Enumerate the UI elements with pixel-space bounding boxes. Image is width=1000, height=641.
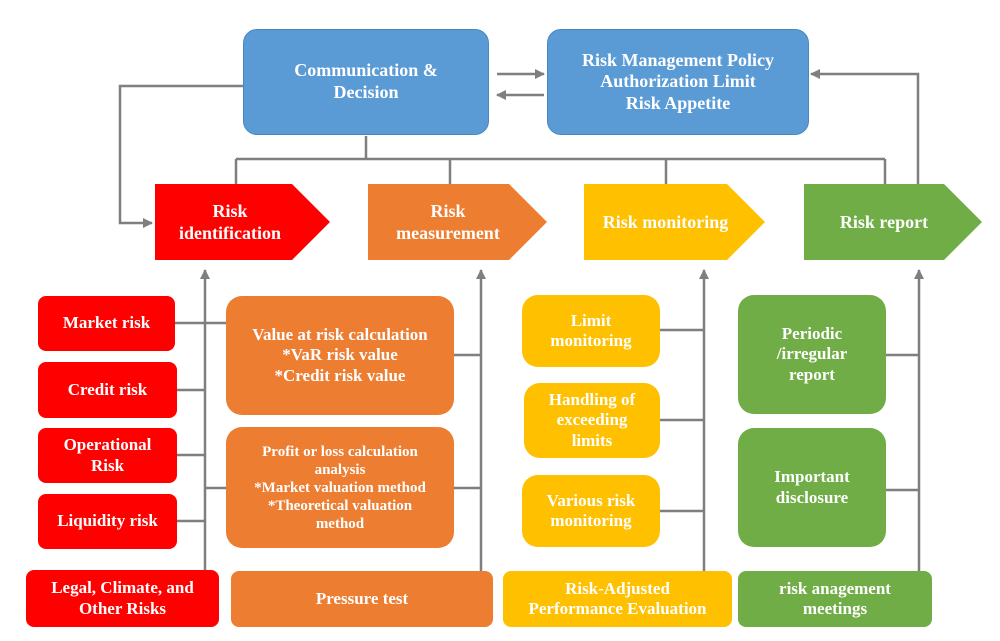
communication-decision-box: Communication & Decision [243,29,489,135]
arrow-report-to-policy [810,69,920,184]
risk-management-meetings-box: risk anagement meetings [738,571,932,627]
pressure-test-box: Pressure test [231,571,493,627]
stage-identification-shape [155,184,330,260]
handling-exceeding-limits-box: Handling of exceeding limits [524,383,660,458]
stage-monitoring-label: Risk monitoring [602,211,729,232]
value-at-risk-box: Value at risk calculation *VaR risk valu… [226,296,454,415]
various-risk-monitoring-box: Various risk monitoring [522,475,660,547]
stage-monitoring-shape [584,184,765,260]
risk-adjusted-performance-box: Risk-Adjusted Performance Evaluation [503,571,732,627]
credit-risk-box: Credit risk [38,362,177,418]
important-disclosure-box: Important disclosure [738,428,886,547]
market-risk-box: Market risk [38,296,175,351]
limit-monitoring-box: Limit monitoring [522,295,660,367]
legal-climate-other-risks-box: Legal, Climate, and Other Risks [26,570,219,627]
periodic-irregular-report-box: Periodic /irregular report [738,295,886,414]
liquidity-risk-box: Liquidity risk [38,494,177,549]
profit-loss-analysis-box: Profit or loss calculation analysis *Mar… [226,427,454,548]
risk-management-policy-box: Risk Management Policy Authorization Lim… [547,29,809,135]
stage-report-shape [804,184,982,260]
stage-identification-label: Risk identification [179,200,281,244]
stage-measurement-shape [368,184,547,260]
stage-report-label: Risk report [839,211,929,232]
operational-risk-box: Operational Risk [38,428,177,483]
stage-measurement-label: Risk measurement [396,200,500,244]
arrow-communication-to-identification [118,84,243,228]
